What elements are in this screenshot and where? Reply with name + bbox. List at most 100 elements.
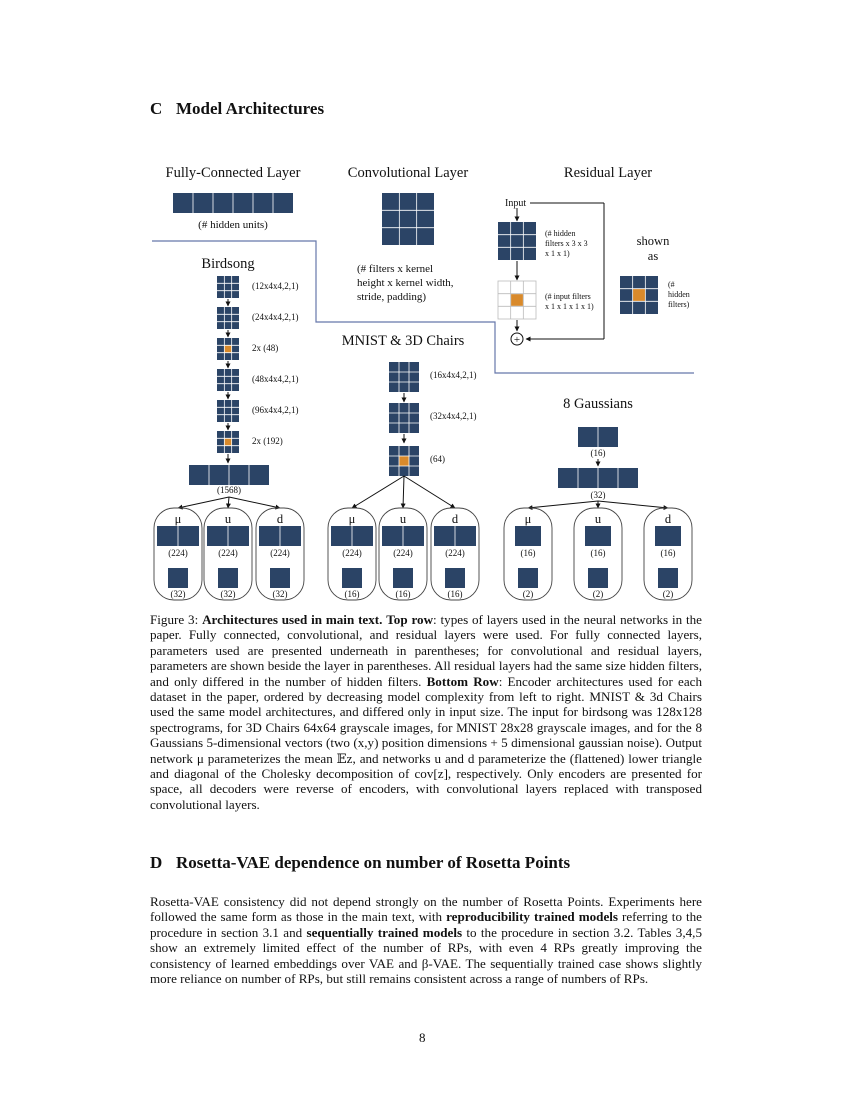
mnist-head-out-block xyxy=(342,568,362,588)
mnist-layer-block xyxy=(389,403,419,433)
mnist-head-label: u xyxy=(400,512,407,526)
gaussians-head-out-block xyxy=(518,568,538,588)
mnist-title: MNIST & 3D Chairs xyxy=(342,333,465,349)
birdsong-layer-block xyxy=(217,400,239,422)
gaussians-fc1-label: (16) xyxy=(591,448,606,458)
caption-bold-2: Top row xyxy=(386,612,434,627)
mnist-head-label: d xyxy=(452,512,459,526)
mnist-layer-label: (32x4x4,2,1) xyxy=(430,411,477,421)
birdsong-layer-label: (48x4x4,2,1) xyxy=(252,374,299,384)
gaussians-head-out-block xyxy=(588,568,608,588)
gaussians-head-out-block xyxy=(658,568,678,588)
mnist-head-out-label: (16) xyxy=(448,589,463,599)
residual-shown-as: shown xyxy=(637,234,670,248)
figure-caption: Figure 3: Architectures used in main tex… xyxy=(150,612,702,812)
residual-icon-block-center xyxy=(632,288,646,302)
birdsong-head-out-label: (32) xyxy=(171,589,186,599)
gaussians-head-label: d xyxy=(665,512,672,526)
residual-input-label: Input xyxy=(505,198,526,209)
page-number: 8 xyxy=(419,1030,426,1045)
mnist-head-box xyxy=(327,507,377,601)
conv-layer-note: stride, padding) xyxy=(357,291,426,303)
section-d-number: D xyxy=(150,853,163,872)
residual-hidden-note: (# hidden xyxy=(545,229,575,238)
birdsong-head-label: u xyxy=(225,512,232,526)
fc-layer-note: (# hidden units) xyxy=(198,219,268,231)
residual-input-border xyxy=(497,280,537,320)
conv-layer-note: (# filters x kernel xyxy=(357,263,433,275)
section-d-paragraph: Rosetta-VAE consistency did not depend s… xyxy=(150,894,702,986)
figure-3: Fully-Connected Layer Convolutional Layer… xyxy=(152,165,694,601)
section-d-title: Rosetta-VAE dependence on number of Rose… xyxy=(176,853,571,872)
gaussians-head-label: μ xyxy=(525,512,532,526)
birdsong-layer-label: (12x4x4,2,1) xyxy=(252,281,299,291)
gaussians-fc2-label: (32) xyxy=(591,490,606,500)
birdsong-head-fc-label: (224) xyxy=(168,548,188,558)
residual-layer-title: Residual Layer xyxy=(564,165,652,181)
conv-layer-title: Convolutional Layer xyxy=(348,165,469,181)
gaussians-head-box xyxy=(643,507,693,601)
caption-bold-3: Bottom Row xyxy=(426,673,499,689)
gaussians-head-box xyxy=(573,507,623,601)
birdsong-head-box xyxy=(153,507,203,601)
mnist-layer-label: (64) xyxy=(430,454,445,464)
mnist-head-fc-label: (224) xyxy=(393,548,413,558)
mnist-head-fc-label: (224) xyxy=(445,548,465,558)
birdsong-fc-label: (1568) xyxy=(217,485,241,495)
caption-text-2: : Encoder architectures used for each da… xyxy=(150,673,702,812)
gaussians-head-fc-label: (16) xyxy=(521,548,536,558)
birdsong-layer-block xyxy=(217,307,239,329)
residual-hidden-note: filters x 3 x 3 xyxy=(545,239,588,248)
birdsong-head-out-block xyxy=(270,568,290,588)
birdsong-head-out-block xyxy=(218,568,238,588)
para-bold-1: reproducibility trained models xyxy=(446,909,618,925)
caption-text-1: : types of layers used in the neural net… xyxy=(150,612,702,689)
gaussians-head-fc-label: (16) xyxy=(591,548,606,558)
birdsong-title: Birdsong xyxy=(201,256,254,272)
birdsong-layer-block xyxy=(217,369,239,391)
mnist-layer-label: (16x4x4,2,1) xyxy=(430,370,477,380)
birdsong-head-label: d xyxy=(277,512,284,526)
caption-lead: Figure 3: xyxy=(150,612,203,627)
birdsong-head-arrow xyxy=(177,496,230,510)
gaussians-head-fc-label: (16) xyxy=(661,548,676,558)
mnist-head-out-block xyxy=(445,568,465,588)
birdsong-layer-label: 2x (192) xyxy=(252,436,283,446)
mnist-head-arrow xyxy=(351,475,405,509)
para-text-2: referring to the procedure in section 3.… xyxy=(150,909,702,940)
residual-hidden-filters: filters) xyxy=(668,300,690,309)
section-c-title: Model Architectures xyxy=(176,99,325,118)
mnist-head-box xyxy=(378,507,428,601)
residual-sum-node xyxy=(510,332,524,346)
residual-hidden-filters: (# xyxy=(668,280,675,289)
gaussians-head-out-label: (2) xyxy=(523,589,534,599)
residual-input-block-center xyxy=(510,293,524,307)
mnist-head-label: μ xyxy=(349,512,356,526)
birdsong-head-out-block xyxy=(168,568,188,588)
mnist-head-fc-label: (224) xyxy=(342,548,362,558)
mnist-head-out-block xyxy=(393,568,413,588)
birdsong-layer-label: (24x4x4,2,1) xyxy=(252,312,299,322)
birdsong-layer-block-center xyxy=(224,345,232,353)
caption-bold-1: Architectures used in main text. xyxy=(202,612,383,627)
gaussians-head-fc-block xyxy=(585,526,611,546)
gaussians-head-out-label: (2) xyxy=(663,589,674,599)
birdsong-head-box xyxy=(255,507,305,601)
mnist-head-out-label: (16) xyxy=(396,589,411,599)
residual-shown-as: as xyxy=(648,249,659,263)
birdsong-head-out-label: (32) xyxy=(221,589,236,599)
residual-hidden-note: x 1 x 1) xyxy=(545,249,570,258)
fc-layer-title: Fully-Connected Layer xyxy=(166,165,301,181)
residual-hidden-filters: hidden xyxy=(668,290,690,299)
mnist-head-box xyxy=(430,507,480,601)
gaussians-head-arrow xyxy=(597,500,669,511)
mnist-layer-block-center xyxy=(399,456,409,466)
section-d-heading: D Rosetta-VAE dependence on number of Ros… xyxy=(150,853,570,873)
residual-hidden-block xyxy=(498,222,536,260)
para-bold-2: sequentially trained models xyxy=(306,924,463,940)
gaussians-head-out-label: (2) xyxy=(593,589,604,599)
birdsong-head-out-label: (32) xyxy=(273,589,288,599)
birdsong-head-label: μ xyxy=(175,512,182,526)
top-bottom-divider xyxy=(152,240,694,374)
conv-layer-block xyxy=(382,193,434,245)
